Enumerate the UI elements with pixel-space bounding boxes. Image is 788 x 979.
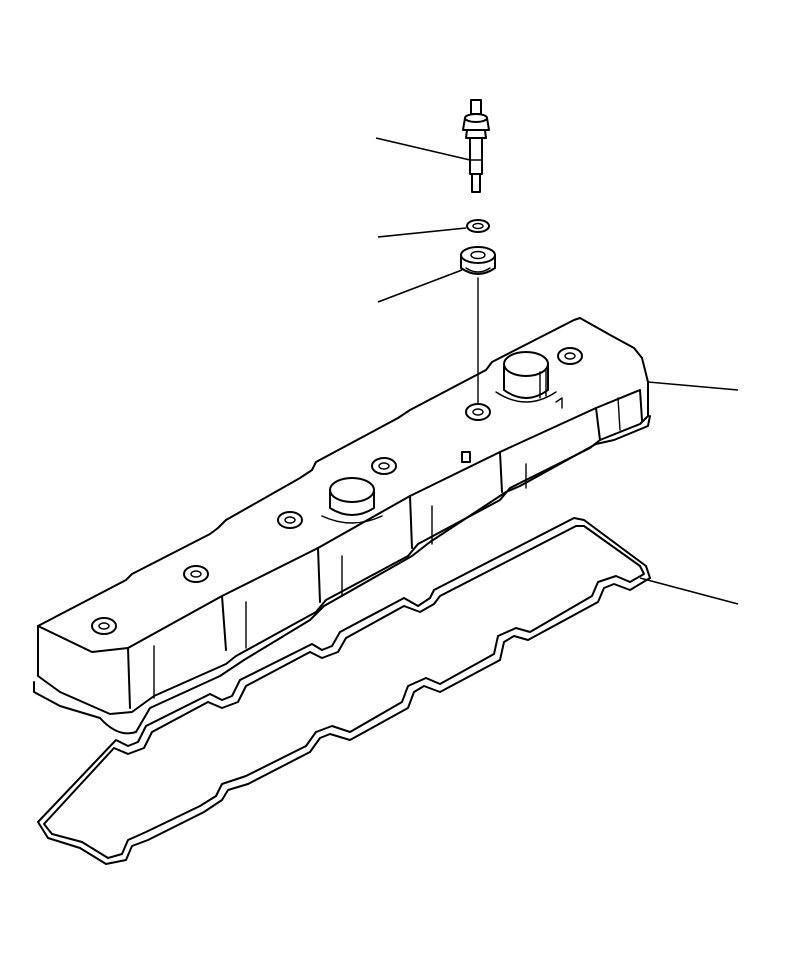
leader-lines [375, 137, 739, 605]
leader-gasket [639, 577, 739, 605]
grommet-icon [460, 246, 496, 275]
valve-cover-icon [33, 317, 651, 735]
gasket-icon [37, 517, 651, 865]
stud-bolt-icon [462, 99, 490, 193]
leader-grommet [377, 269, 463, 303]
washer-icon [466, 219, 490, 233]
leader-washer [377, 227, 467, 238]
leader-head-cover [647, 381, 739, 391]
leader-stud-bolt [375, 137, 471, 161]
